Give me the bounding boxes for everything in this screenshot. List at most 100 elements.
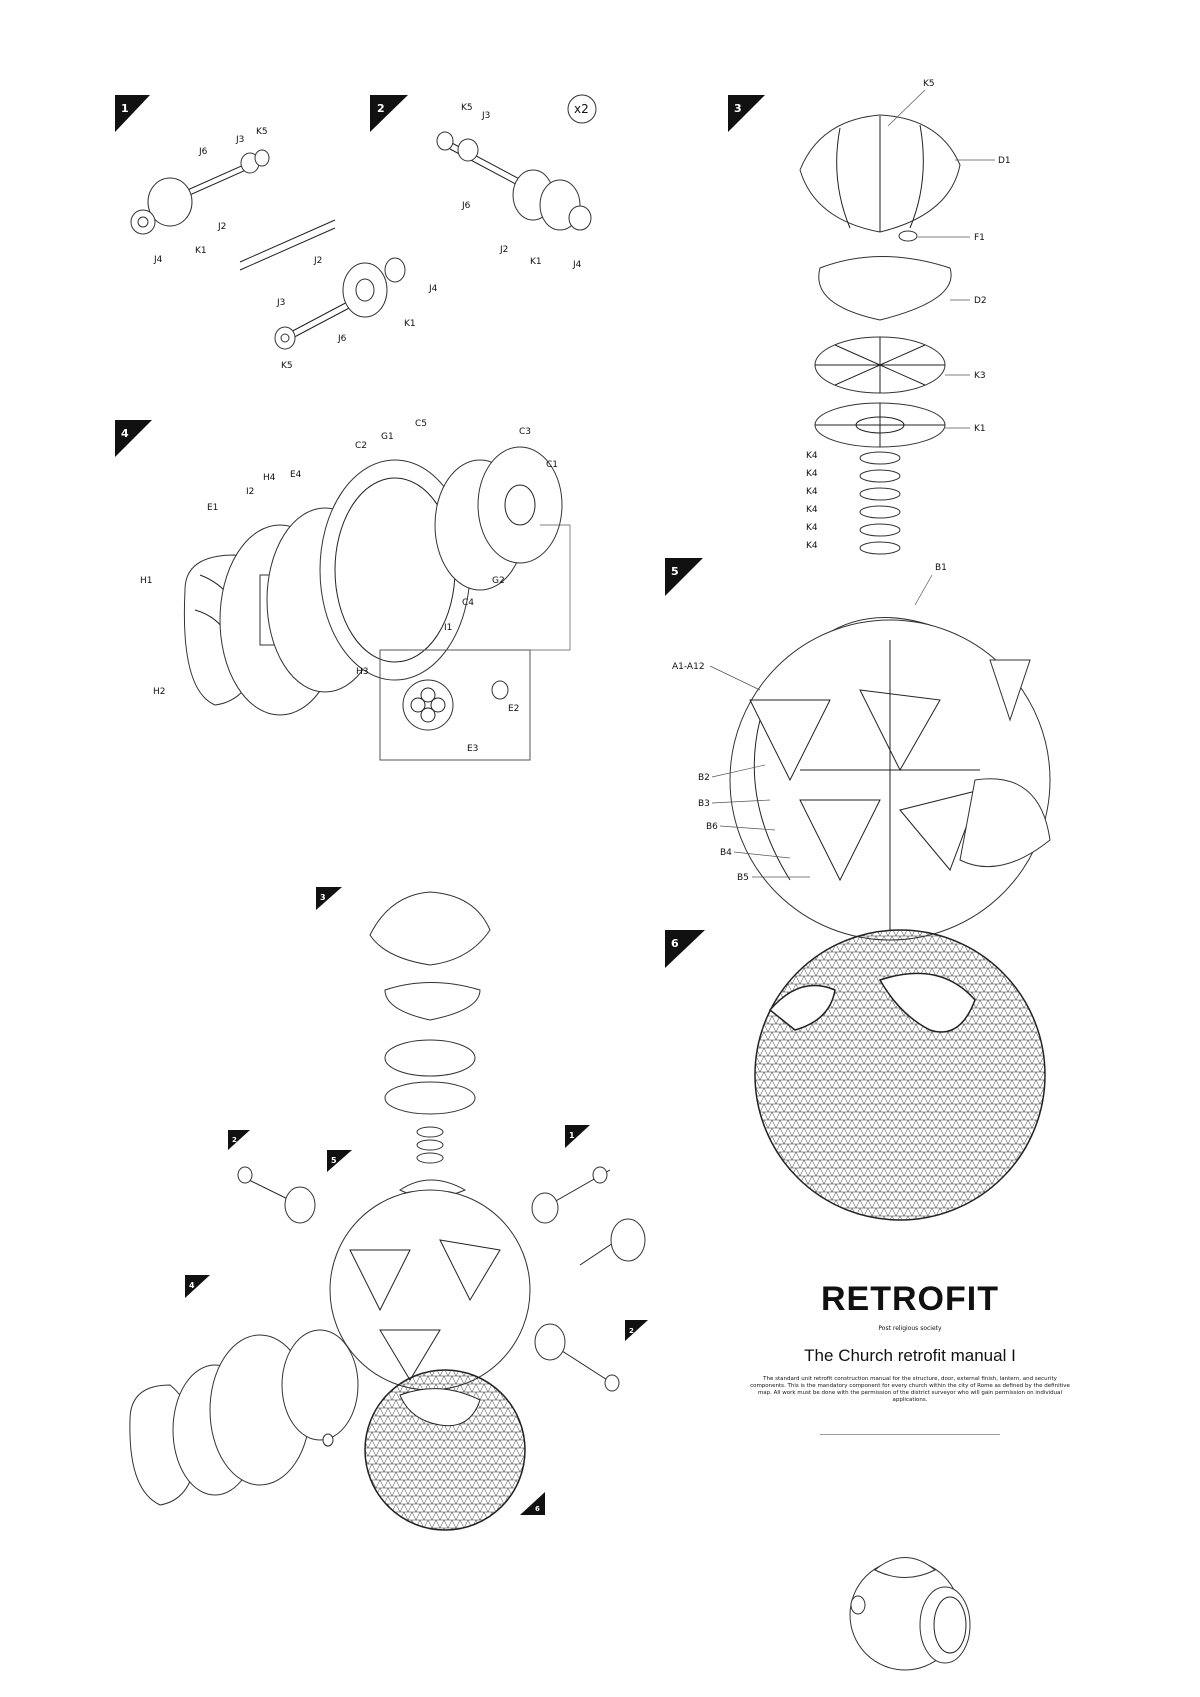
assembly-tag-3 bbox=[316, 887, 342, 910]
step-4-badge bbox=[115, 420, 152, 457]
assembly-tag-5 bbox=[327, 1150, 352, 1172]
assembly-ring bbox=[384, 982, 481, 1021]
label-k4-5: K4 bbox=[806, 523, 818, 533]
page-title: RETROFIT bbox=[821, 1280, 999, 1318]
label-j3: J3 bbox=[481, 111, 490, 121]
assembly-tag-3-number: 3 bbox=[320, 893, 326, 902]
step-6-badge bbox=[665, 930, 705, 968]
label-c2: C2 bbox=[355, 441, 367, 451]
label-j4: J4 bbox=[153, 255, 163, 265]
assembly-dome bbox=[369, 891, 491, 966]
label-j3-lower: J3 bbox=[276, 298, 285, 308]
step-1-number: 1 bbox=[121, 102, 129, 115]
label-c4: C4 bbox=[462, 598, 474, 608]
step-3-number: 3 bbox=[734, 102, 742, 115]
assembly-tag-1 bbox=[565, 1125, 590, 1148]
label-j6: J6 bbox=[461, 201, 471, 211]
label-j4: J4 bbox=[572, 260, 582, 270]
quantity-badge bbox=[567, 94, 597, 124]
label-k5: K5 bbox=[461, 103, 473, 113]
label-h2: H2 bbox=[153, 687, 166, 697]
label-k3: K3 bbox=[974, 371, 986, 381]
assembly-sphere-lattice bbox=[364, 1369, 526, 1531]
label-d2: D2 bbox=[974, 296, 987, 306]
label-b3: B3 bbox=[698, 799, 710, 809]
step-6-number: 6 bbox=[671, 937, 679, 950]
bolt-e2 bbox=[491, 680, 509, 700]
label-k1-lower: K1 bbox=[404, 319, 416, 329]
step-4-number: 4 bbox=[121, 427, 129, 440]
subtitle: Post religious society bbox=[878, 1325, 942, 1332]
quantity-label: x2 bbox=[574, 102, 589, 116]
step-1-diagram: 1 J6 J3 K5 J2 K1 J4 J2 J4 J3 K1 J6 K5 bbox=[115, 95, 438, 371]
label-j6: J6 bbox=[198, 147, 208, 157]
label-k1: K1 bbox=[530, 257, 542, 267]
label-j2: J2 bbox=[499, 245, 508, 255]
label-k4-4: K4 bbox=[806, 505, 818, 515]
assembly-tag-2-left bbox=[228, 1130, 250, 1150]
assembly-tag-2-left-number: 2 bbox=[232, 1136, 237, 1144]
flange-k1 bbox=[147, 177, 193, 227]
opening-top bbox=[878, 972, 976, 1033]
assembly-sphere-frame bbox=[329, 1189, 531, 1391]
label-e1: E1 bbox=[207, 503, 218, 513]
label-e3: E3 bbox=[467, 744, 478, 754]
label-c1: C1 bbox=[546, 460, 558, 470]
opening-left bbox=[768, 984, 836, 1031]
label-h1: H1 bbox=[140, 576, 153, 586]
assembly-tag-5-number: 5 bbox=[331, 1156, 337, 1165]
title-block: RETROFIT Post religious society The Chur… bbox=[720, 1280, 1100, 1435]
assembly-tag-4-number: 4 bbox=[189, 1281, 195, 1290]
step-3-diagram: 3 K5 D1 F1 D2 K3 K1 bbox=[728, 79, 1011, 555]
label-h3: H3 bbox=[356, 667, 369, 677]
label-k5: K5 bbox=[256, 127, 268, 137]
step-3-badge bbox=[728, 95, 765, 132]
label-i1: I1 bbox=[444, 623, 452, 633]
step-2-number: 2 bbox=[377, 102, 385, 115]
step-5-badge bbox=[665, 558, 703, 596]
label-b2: B2 bbox=[698, 773, 710, 783]
label-g1: G1 bbox=[381, 432, 394, 442]
sphere-lattice bbox=[754, 929, 1046, 1221]
assembly-frame bbox=[384, 1081, 476, 1115]
assembly-tag-1-number: 1 bbox=[569, 1131, 575, 1140]
manual-description: The standard unit retrofit construction … bbox=[750, 1376, 1070, 1403]
label-d1: D1 bbox=[998, 156, 1011, 166]
detail-box bbox=[379, 649, 531, 761]
divider bbox=[820, 1434, 1000, 1435]
step-2-badge bbox=[370, 95, 408, 132]
label-j2: J2 bbox=[217, 222, 226, 232]
full-assembly-diagram: 3 2 5 1 4 2 bbox=[129, 887, 648, 1531]
step-5-number: 5 bbox=[671, 565, 679, 578]
label-k1: K1 bbox=[974, 424, 986, 434]
label-e4: E4 bbox=[290, 470, 302, 480]
label-g2: G2 bbox=[492, 576, 505, 586]
assembly-petals bbox=[384, 1039, 476, 1077]
label-k5: K5 bbox=[923, 79, 935, 89]
label-j6-lower: J6 bbox=[337, 334, 347, 344]
label-f1: F1 bbox=[974, 233, 985, 243]
label-a1-a12: A1-A12 bbox=[672, 662, 705, 672]
assembly-tag-2-right-number: 2 bbox=[629, 1327, 634, 1335]
rings-k4 bbox=[859, 451, 901, 555]
manual-title: The Church retrofit manual I bbox=[804, 1346, 1016, 1365]
washer-k5 bbox=[254, 149, 270, 167]
label-h4: H4 bbox=[263, 473, 276, 483]
label-c3: C3 bbox=[519, 427, 531, 437]
assembly-tag-6-number: 6 bbox=[535, 1505, 540, 1513]
disc-c3 bbox=[477, 446, 563, 564]
label-j3: J3 bbox=[235, 135, 244, 145]
ring-j4 bbox=[384, 257, 406, 283]
label-b6: B6 bbox=[706, 822, 718, 832]
assembly-tag-4 bbox=[185, 1275, 210, 1298]
label-b5: B5 bbox=[737, 873, 749, 883]
label-j2-lower: J2 bbox=[313, 256, 322, 266]
label-e2: E2 bbox=[508, 704, 519, 714]
label-k4-2: K4 bbox=[806, 469, 818, 479]
label-b1: B1 bbox=[935, 563, 947, 573]
assembled-church-thumbnail bbox=[849, 1557, 971, 1671]
label-j4-lower: J4 bbox=[428, 284, 438, 294]
label-b4: B4 bbox=[720, 848, 732, 858]
label-c5: C5 bbox=[415, 419, 427, 429]
